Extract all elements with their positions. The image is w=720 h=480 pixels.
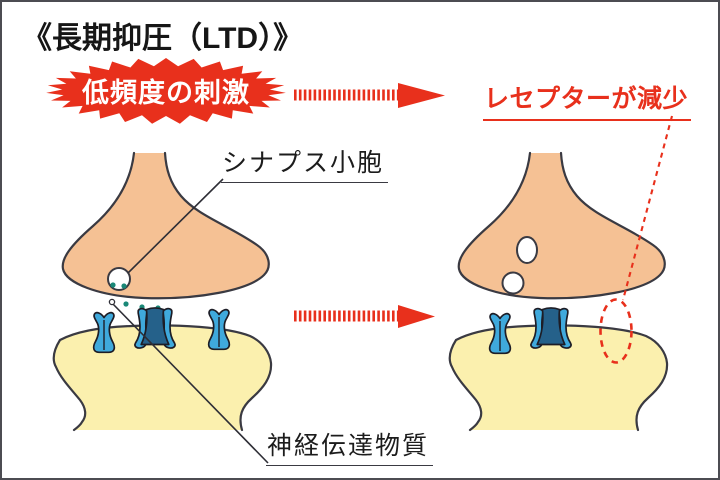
stimulus-badge: 低頻度の刺激 [44, 57, 288, 125]
neurotransmitter-label: 神経伝達物質 [266, 426, 434, 466]
receptor-decrease-label: レセプターが減少 [483, 79, 692, 121]
presynaptic-terminal-right [457, 151, 666, 300]
neurotransmitter-leader-line [111, 302, 269, 464]
page-title: 《長期抑圧（LTD）》 [22, 22, 304, 55]
receptor-decrease-leader-line [621, 115, 674, 301]
synaptic-vesicle [516, 236, 538, 264]
synaptic-vesicle-label: シナプス小胞 [221, 143, 389, 183]
dotted-arrow-middle-icon [294, 305, 435, 328]
fusing-vesicle [501, 271, 525, 295]
vesicle-leader-line [127, 178, 224, 274]
starburst-icon [46, 58, 286, 124]
leader-endpoint-dot [108, 298, 116, 306]
missing-receptor-ellipse [599, 298, 633, 364]
stimulus-badge-label: 低頻度の刺激 [82, 77, 250, 108]
presynaptic-terminal-left [61, 151, 270, 300]
receptor [531, 308, 571, 348]
dotted-arrow-top-icon [294, 83, 445, 108]
receptor [135, 308, 175, 348]
